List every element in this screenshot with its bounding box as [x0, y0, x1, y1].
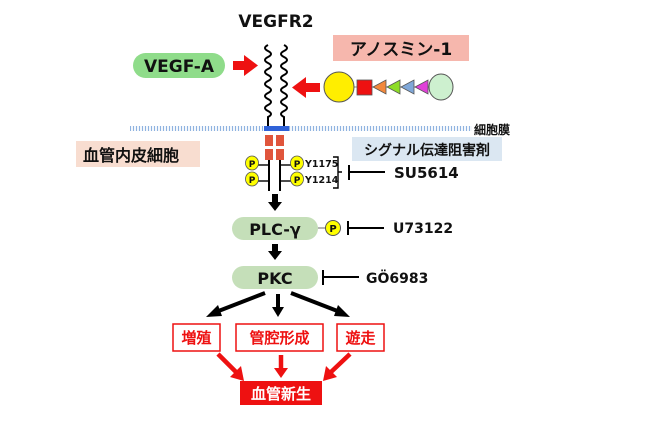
receptor-extracellular-domain	[264, 44, 288, 127]
wap-domain-shape	[356, 79, 373, 96]
su5614-inhibition: SU5614	[348, 164, 459, 182]
outcome-proliferation: 増殖	[172, 323, 221, 352]
vegf-a-label: VEGF-A	[144, 57, 215, 77]
angiogenesis-box: 血管新生	[240, 381, 322, 405]
receptor-transmembrane	[264, 121, 289, 131]
anosmin-1-label: アノスミン-1	[350, 40, 452, 60]
phospho-site-y1214: P Y1214	[290, 171, 339, 187]
endothelial-cell-label-box: 血管内皮細胞	[76, 141, 200, 167]
y1175-label: Y1175	[304, 159, 338, 170]
phospho-bracket	[333, 156, 342, 189]
cell-membrane	[130, 126, 472, 131]
su5614-label: SU5614	[394, 164, 459, 182]
y1214-label: Y1214	[304, 175, 339, 186]
membrane-label: 細胞膜	[474, 122, 510, 137]
signal-inhibitors-header-box: シグナル伝達阻害剤	[352, 137, 502, 161]
svg-text:P: P	[249, 160, 256, 170]
vegf-a-ligand: VEGF-A	[133, 53, 225, 78]
receptor-title: VEGFR2	[238, 12, 313, 32]
pkc-node: PKC	[232, 266, 318, 289]
anosmin-1-molecule	[323, 71, 454, 103]
endothelial-cell-label: 血管内皮細胞	[83, 146, 179, 165]
arrow-to-pkc	[268, 244, 282, 260]
fn3-domain-2-shape	[386, 79, 401, 95]
arrows-to-outcomes	[215, 291, 341, 314]
proliferation-label: 増殖	[181, 329, 211, 347]
vegf-binding-arrow	[233, 55, 258, 76]
arrow-to-plc	[268, 194, 282, 211]
svg-text:P: P	[294, 160, 301, 170]
anosmin-binding-arrow	[292, 77, 320, 98]
fn3-domain-4-shape	[414, 79, 429, 95]
phospho-left-2: P	[245, 171, 259, 187]
go6983-label: GÖ6983	[366, 269, 428, 287]
phospho-site-y1175: P Y1175	[290, 155, 338, 171]
svg-text:P: P	[249, 176, 256, 186]
cysteine-rich-domain-shape	[323, 71, 355, 103]
fn3-domain-1-shape	[372, 79, 387, 95]
outcome-migration: 遊走	[336, 323, 385, 352]
u73122-inhibition: U73122	[347, 221, 453, 237]
svg-text:P: P	[329, 224, 336, 235]
outcome-tube-formation: 管腔形成	[235, 323, 324, 352]
plc-gamma-node: PLC-γ	[232, 217, 318, 240]
plc-phospho: P	[325, 220, 341, 236]
migration-label: 遊走	[345, 329, 375, 347]
signal-inhibitors-header: シグナル伝達阻害剤	[364, 142, 490, 159]
go6983-inhibition: GÖ6983	[322, 269, 428, 287]
u73122-label: U73122	[393, 221, 453, 237]
tube-formation-label: 管腔形成	[249, 329, 309, 347]
plc-gamma-label: PLC-γ	[249, 220, 301, 239]
arrows-to-angiogenesis	[216, 352, 352, 374]
anosmin-1-label-box: アノスミン-1	[333, 35, 469, 61]
c-terminal-domain-shape	[428, 73, 454, 101]
svg-text:P: P	[294, 176, 301, 186]
receptor-kinase-domain	[255, 135, 294, 191]
phospho-left-1: P	[245, 155, 259, 171]
fn3-domain-3-shape	[400, 79, 415, 95]
angiogenesis-label: 血管新生	[251, 385, 311, 403]
pkc-label: PKC	[257, 269, 292, 288]
